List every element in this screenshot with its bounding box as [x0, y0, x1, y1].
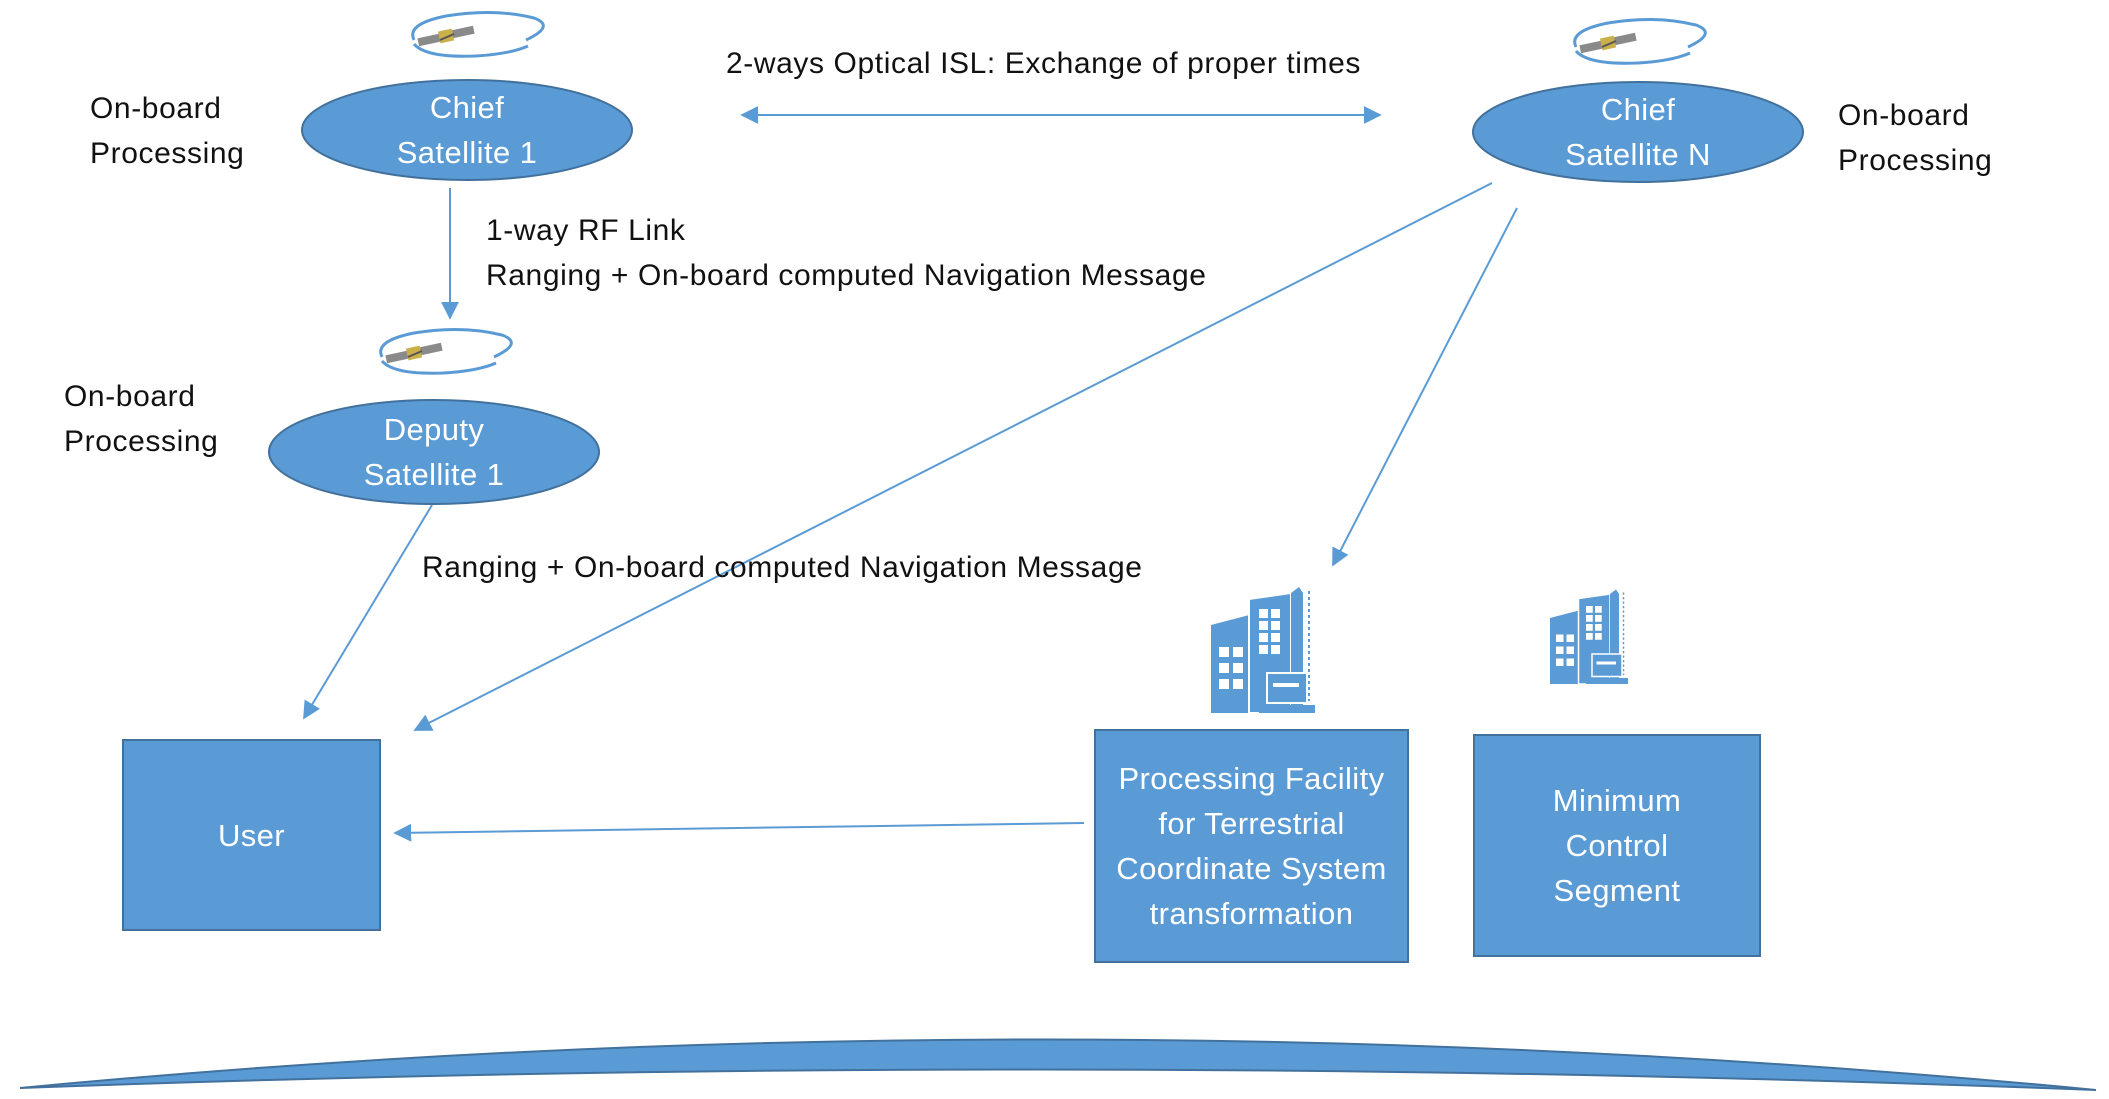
onboard-processing-deputy-1-line2: Processing [64, 425, 219, 458]
minimum-control-segment-line3: Segment [1553, 873, 1681, 908]
earth-surface-arc [19, 1038, 2097, 1091]
chief-n-to-facility-arrow [1332, 207, 1518, 567]
user-link-label: Ranging + On-board computed Navigation M… [422, 551, 1143, 584]
deputy-satellite-1-node [268, 399, 600, 505]
chief-satellite-1-label: Chief Satellite 1 [302, 85, 632, 175]
facility-to-user-arrow [393, 822, 1085, 842]
chief-satellite-n-line2: Satellite N [1565, 137, 1711, 172]
deputy-to-user-arrow [303, 504, 433, 720]
rf-link-label-line2: Ranging + On-board computed Navigation M… [486, 259, 1207, 292]
onboard-processing-deputy-1-line1: On-board [64, 380, 196, 413]
deputy-satellite-1-line2: Satellite 1 [363, 457, 505, 492]
building-icon [1549, 588, 1629, 685]
building-icon [1210, 586, 1316, 714]
satellite-orbit-icon [1573, 17, 1707, 65]
minimum-control-segment-label: Minimum Control Segment [1474, 735, 1760, 956]
rf-link-label-line1: 1-way RF Link [486, 214, 686, 247]
chief-n-to-user-arrow [413, 182, 1493, 731]
isl-link-label: 2-ways Optical ISL: Exchange of proper t… [726, 47, 1362, 80]
minimum-control-segment-line1: Minimum [1552, 783, 1682, 818]
minimum-control-segment-line2: Control [1565, 828, 1669, 863]
deputy-satellite-1-label: Deputy Satellite 1 [269, 407, 599, 497]
onboard-processing-chief-1-line1: On-board [90, 92, 222, 125]
chief-satellite-n-line1: Chief [1600, 92, 1676, 127]
processing-facility-line3: Coordinate System [1116, 851, 1387, 886]
chief-satellite-n-node [1472, 81, 1804, 183]
deputy-satellite-1-line1: Deputy [383, 412, 485, 447]
user-label: User [123, 740, 380, 930]
satellite-orbit-icon [379, 327, 513, 375]
minimum-control-segment-node [1473, 734, 1761, 957]
chief-satellite-1-line2: Satellite 1 [396, 135, 538, 170]
chief-satellite-n-label: Chief Satellite N [1473, 87, 1803, 177]
processing-facility-node [1094, 729, 1409, 963]
chief-satellite-1-node [301, 79, 633, 181]
chief-satellite-1-line1: Chief [429, 90, 505, 125]
onboard-processing-chief-1-line2: Processing [90, 137, 245, 170]
onboard-processing-chief-n-line1: On-board [1838, 99, 1970, 132]
satellite-orbit-icon [411, 10, 545, 58]
user-node [122, 739, 381, 931]
onboard-processing-chief-n-line2: Processing [1838, 144, 1993, 177]
processing-facility-line2: for Terrestrial [1158, 806, 1345, 841]
arrows [303, 106, 1518, 842]
user-text: User [217, 817, 286, 853]
processing-facility-label: Processing Facility for Terrestrial Coor… [1095, 730, 1408, 962]
processing-facility-line1: Processing Facility [1118, 761, 1385, 796]
processing-facility-line4: transformation [1149, 896, 1354, 931]
